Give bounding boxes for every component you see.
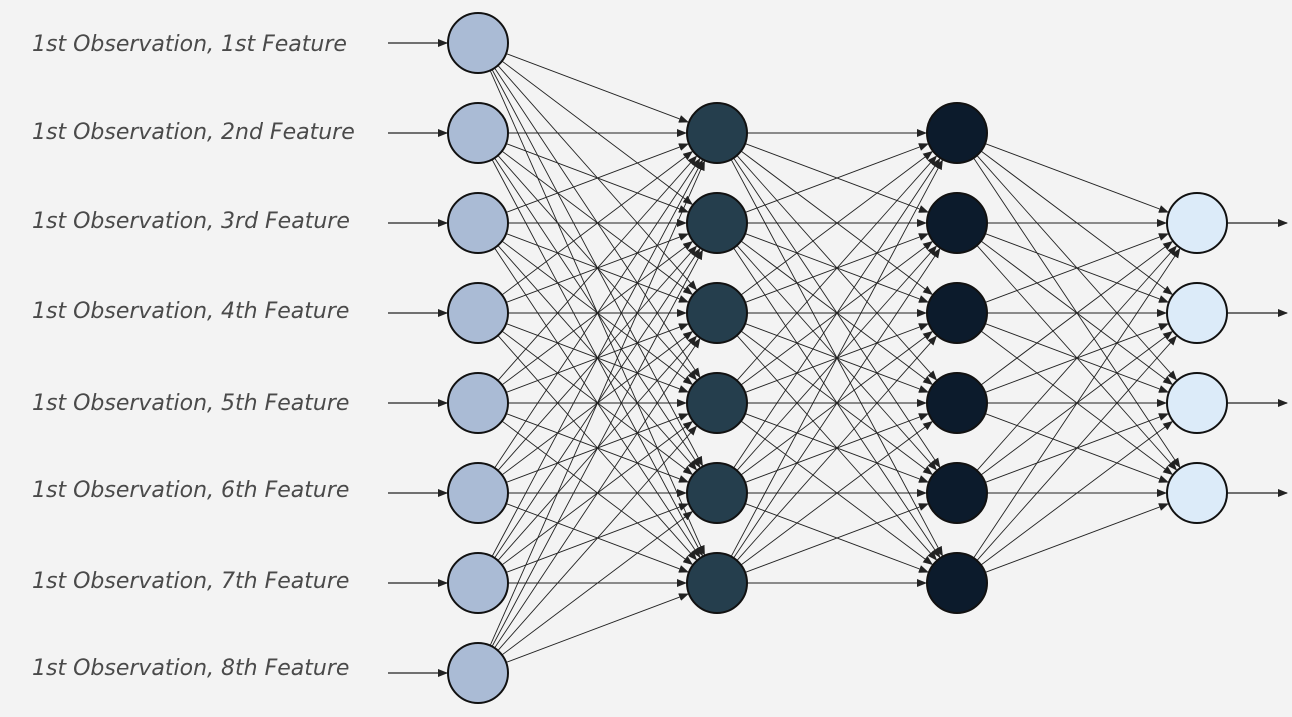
- connection-edge: [505, 53, 689, 123]
- input-label-7: 1st Observation, 7th Feature: [32, 569, 350, 594]
- hidden-layer-1-node: [686, 192, 748, 254]
- connection-edge: [976, 245, 1178, 471]
- input-label-2: 1st Observation, 2nd Feature: [32, 120, 355, 145]
- hidden-layer-2-node: [926, 552, 988, 614]
- connection-edge: [980, 241, 1173, 386]
- input-label-6: 1st Observation, 6th Feature: [32, 478, 350, 503]
- io-arrows: [388, 39, 1288, 677]
- connection-edge: [733, 247, 941, 559]
- input-label-4: 1st Observation, 4th Feature: [32, 299, 350, 324]
- hidden-layer-2-node: [926, 102, 988, 164]
- input-node: [447, 552, 509, 614]
- connection-edge: [491, 159, 703, 557]
- connection-edge: [736, 335, 938, 561]
- hidden-layer-1-node: [686, 102, 748, 164]
- connection-edge: [980, 421, 1173, 566]
- connection-edge: [740, 421, 934, 566]
- connection-edge: [497, 425, 698, 651]
- hidden-layer-2-node: [926, 462, 988, 524]
- connection-edge: [973, 247, 1181, 559]
- output-node: [1166, 282, 1228, 344]
- connection-edge: [501, 151, 694, 296]
- neuron-nodes: [447, 12, 1228, 704]
- input-node: [447, 462, 509, 524]
- connection-edge: [494, 337, 701, 649]
- connection-edge: [984, 143, 1169, 213]
- connection-edge: [744, 503, 929, 573]
- hidden-layer-1-node: [686, 462, 748, 524]
- hidden-layer-1-node: [686, 372, 748, 434]
- connection-edge: [497, 155, 698, 381]
- connection-edge: [736, 155, 938, 381]
- hidden-layer-1-node: [686, 552, 748, 614]
- connection-edge: [501, 511, 694, 656]
- connection-edge: [976, 335, 1178, 561]
- connection-edge: [489, 160, 705, 646]
- hidden-layer-2-node: [926, 192, 988, 254]
- connection-edge: [733, 157, 941, 469]
- connection-edge: [494, 157, 701, 469]
- connection-edge: [505, 143, 689, 213]
- connection-edge: [730, 159, 943, 557]
- output-node: [1166, 372, 1228, 434]
- connection-edge: [984, 503, 1169, 573]
- input-node: [447, 282, 509, 344]
- connection-edge: [744, 143, 929, 213]
- connection-edge: [491, 249, 703, 647]
- input-node: [447, 372, 509, 434]
- connection-edge: [740, 151, 934, 296]
- hidden-layer-2-node: [926, 282, 988, 344]
- input-node: [447, 12, 509, 74]
- output-node: [1166, 192, 1228, 254]
- input-node: [447, 192, 509, 254]
- input-label-8: 1st Observation, 8th Feature: [32, 656, 350, 681]
- connection-edge: [984, 233, 1169, 303]
- hidden-layer-2-node: [926, 372, 988, 434]
- output-node: [1166, 462, 1228, 524]
- input-label-5: 1st Observation, 5th Feature: [32, 391, 350, 416]
- connection-edges: [489, 53, 1181, 663]
- hidden-layer-1-node: [686, 282, 748, 344]
- connection-edge: [505, 593, 689, 663]
- input-node: [447, 642, 509, 704]
- input-label-3: 1st Observation, 3rd Feature: [32, 209, 350, 234]
- input-node: [447, 102, 509, 164]
- input-label-1: 1st Observation, 1st Feature: [32, 32, 347, 57]
